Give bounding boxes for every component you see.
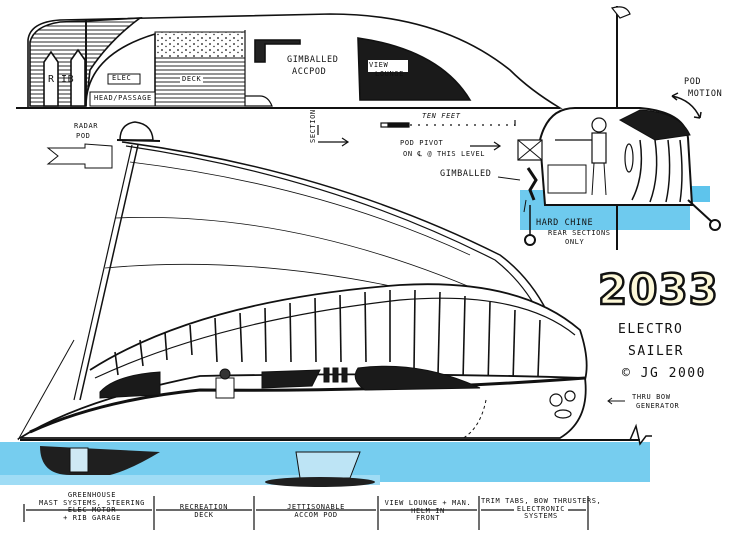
- section-4-line-1: VIEW LOUNGE + MAN.: [384, 499, 472, 507]
- top-plan-view: [16, 13, 563, 109]
- section-1-line-3: ELEC MOTOR: [67, 506, 117, 515]
- label-pod-pivot-2: ON ℄ @ THIS LEVEL: [403, 150, 486, 158]
- label-view-lounge-2: LOUNGE: [375, 70, 404, 78]
- section-label-4: VIEW LOUNGE + MAN. HELM IN FRONT: [378, 499, 478, 524]
- label-pod-motion-2: MOTION: [688, 89, 723, 99]
- label-hard-chine-3: ONLY: [565, 238, 585, 246]
- label-hard-chine-1: HARD CHINE: [536, 218, 594, 228]
- label-thru-bow-2: GENERATOR: [636, 402, 680, 410]
- label-deck: DECK: [180, 75, 204, 84]
- title-line-2: SAILER: [628, 344, 684, 359]
- section-4-line-2: HELM IN: [411, 506, 445, 515]
- section-label-3: JETTISONABLE ACCOM POD: [256, 503, 376, 520]
- section-5-line-3: SYSTEMS: [524, 512, 558, 521]
- section-3-line-1: JETTISONABLE: [287, 503, 345, 511]
- label-elec: ELEC: [112, 74, 132, 82]
- label-section: SECTION: [309, 109, 317, 143]
- title-number: 2033: [597, 264, 719, 316]
- section-label-1: GREENHOUSE MAST SYSTEMS, STEERING ELEC M…: [30, 491, 154, 523]
- label-r: R: [48, 74, 55, 85]
- label-gimballed: GIMBALLED: [440, 169, 492, 179]
- section-4-line-3: FRONT: [412, 515, 444, 524]
- label-gimballed-accpod-1: GIMBALLED: [287, 55, 339, 65]
- label-head-passage: HEAD/PASSAGE: [94, 94, 152, 102]
- section-marker: [317, 125, 350, 147]
- section-view: [497, 6, 721, 250]
- water: [0, 423, 652, 487]
- scale-bar: [380, 120, 516, 128]
- label-hard-chine-2: REAR SECTIONS: [548, 229, 611, 237]
- label-ib: IB: [61, 74, 75, 85]
- label-thru-bow-1: THRU BOW: [632, 393, 671, 401]
- hull-side-view: [16, 283, 640, 441]
- pod-pivot-arrow: [470, 141, 502, 151]
- section-5-line-1: TRIM TABS, BOW THRUSTERS,: [481, 497, 602, 505]
- title-credit: © JG 2000: [622, 366, 706, 381]
- section-label-2: RECREATION DECK: [156, 503, 252, 520]
- label-view-lounge-1: VIEW: [369, 61, 389, 69]
- label-pod-motion-1: POD: [684, 77, 702, 87]
- label-radar: RADAR: [74, 122, 99, 130]
- section-1-line-1: GREENHOUSE: [67, 491, 117, 499]
- section-5-line-2: ELECTRONIC: [513, 505, 569, 514]
- section-1-line-4: + RIB GARAGE: [63, 514, 121, 523]
- label-ten-feet: TEN FEET: [422, 112, 461, 120]
- section-label-5: TRIM TABS, BOW THRUSTERS, ELECTRONIC SYS…: [481, 497, 602, 521]
- section-1-line-2: MAST SYSTEMS, STEERING: [39, 498, 145, 507]
- thru-bow-arrow: [607, 397, 625, 405]
- section-2-line-2: DECK: [191, 511, 217, 520]
- title-line-1: ELECTRO: [618, 322, 684, 337]
- section-dimension-lines: [23, 496, 589, 530]
- label-pod-pivot-1: POD PIVOT: [400, 139, 444, 147]
- label-gimballed-accpod-2: ACCPOD: [292, 67, 327, 77]
- section-2-line-1: RECREATION: [179, 503, 229, 511]
- label-pod: POD: [76, 132, 91, 140]
- section-3-line-2: ACCOM POD: [291, 511, 341, 520]
